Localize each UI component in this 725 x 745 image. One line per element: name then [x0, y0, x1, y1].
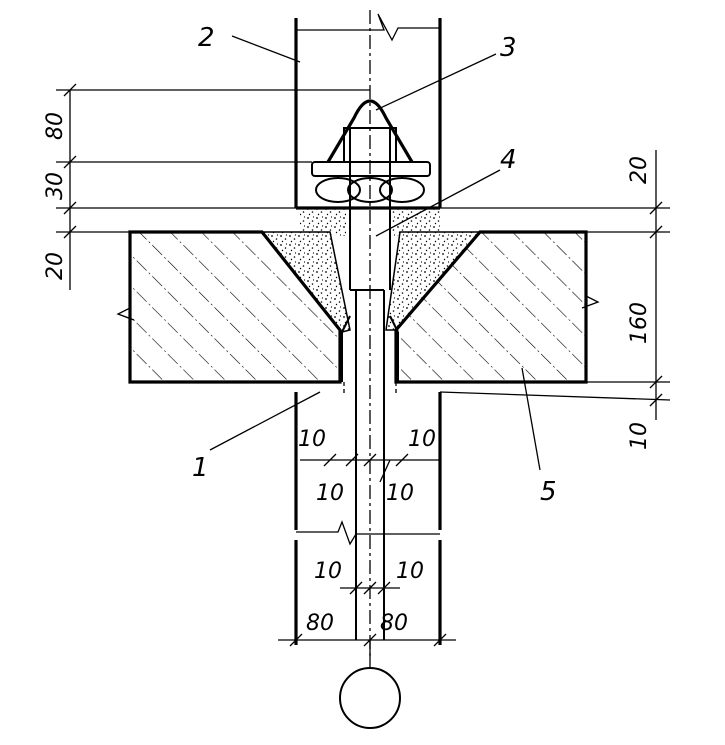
dim-bottom-upper-2: 10	[408, 427, 436, 452]
bolt-plan-circle	[339, 640, 401, 729]
label-5: 5	[540, 477, 557, 507]
dim-bottom-upper-4: 10	[386, 481, 414, 506]
left-dimension-chain	[56, 83, 370, 290]
dim-bottom-width-2: 80	[380, 611, 408, 636]
leader-lines	[209, 35, 541, 483]
grout-fill	[260, 208, 482, 333]
dim-left-30: 30	[43, 172, 68, 200]
dim-bottom-lower-1: 10	[314, 559, 342, 584]
column-section	[294, 13, 442, 645]
bottom-dimension-chain	[278, 453, 456, 647]
dim-bottom-upper-3: 10	[316, 481, 344, 506]
label-1: 1	[192, 453, 209, 483]
dim-bottom-upper-1: 10	[298, 427, 326, 452]
dim-right-160: 160	[627, 302, 652, 344]
dim-right-10: 10	[627, 422, 652, 450]
dim-bottom-lower-2: 10	[396, 559, 424, 584]
dim-left-80: 80	[43, 112, 68, 140]
right-dimension-chain	[439, 150, 671, 420]
label-3: 3	[500, 33, 517, 63]
label-4: 4	[500, 145, 517, 175]
dim-left-20: 20	[43, 252, 68, 280]
concrete-slab	[116, 230, 600, 384]
protective-cap	[311, 99, 431, 203]
anchor-bolt	[341, 10, 399, 660]
dim-right-20: 20	[627, 156, 652, 184]
label-2: 2	[198, 23, 215, 53]
dim-bottom-width-1: 80	[306, 611, 334, 636]
